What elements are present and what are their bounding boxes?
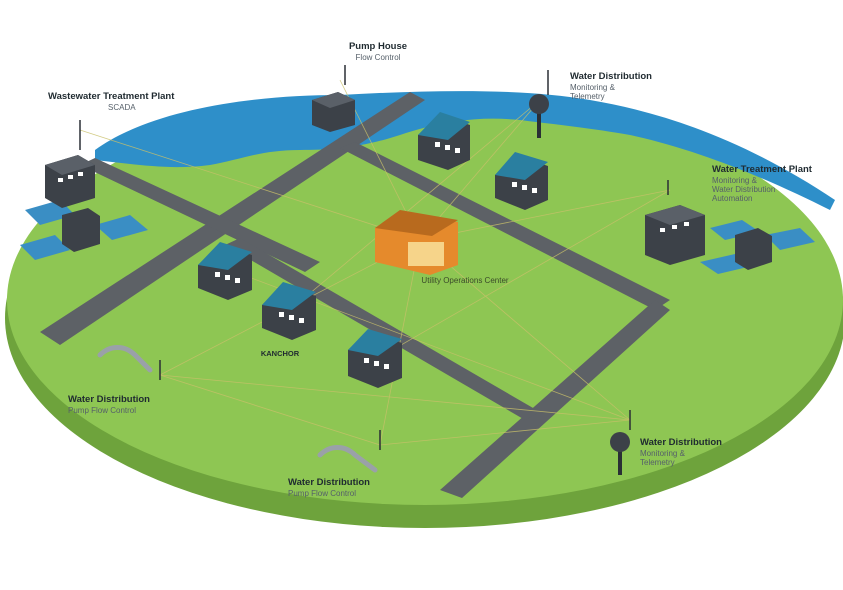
water-dist-left-sub: Pump Flow Control [68, 405, 137, 415]
water-treatment-label: Water Treatment Plant Monitoring & Water… [712, 164, 812, 204]
water-treatment-title: Water Treatment Plant [712, 164, 812, 175]
wastewater-plant-sub: SCADA [108, 102, 136, 112]
water-tower-icon [610, 432, 630, 475]
water-body [95, 91, 835, 210]
water-treatment-building [645, 205, 705, 265]
water-dist-bottom-sub: Pump Flow Control [288, 488, 357, 498]
water-dist-right-label: Water Distribution Monitoring & Telemetr… [640, 437, 722, 468]
water-tower-icon [529, 94, 549, 138]
water-dist-right-title: Water Distribution [640, 437, 722, 448]
road-horizontal-upper [80, 158, 320, 272]
pump-house-sub: Flow Control [355, 52, 401, 62]
water-dist-top-title: Water Distribution [570, 71, 652, 82]
ops-center-label: Utility Operations Center [375, 276, 555, 285]
water-dist-right-sub2: Telemetry [640, 458, 675, 468]
ops-center-building [375, 210, 458, 275]
water-dist-bottom-label: Water Distribution Pump Flow Control [288, 477, 370, 498]
water-dist-top-sub2: Telemetry [570, 92, 605, 102]
ops-center-title: Utility Operations Center [421, 276, 509, 285]
water-dist-top-label: Water Distribution Monitoring & Telemetr… [570, 71, 652, 102]
house-top-2 [495, 152, 548, 210]
wastewater-plant-annex [62, 208, 100, 252]
road-lower [225, 238, 540, 420]
wastewater-plant-building [45, 155, 95, 208]
kanchor-title: KANCHOR [260, 349, 300, 358]
water-treatment-annex [735, 228, 772, 270]
road-diagonal-upper [40, 92, 425, 345]
windows [58, 142, 689, 369]
road-cross-middle [340, 142, 670, 310]
pump-pipe-icon [97, 345, 378, 473]
water-dist-left-title: Water Distribution [68, 394, 150, 405]
kanchor-label: KANCHOR [250, 349, 310, 359]
water-treatment-sub2: Water Distribution [712, 185, 776, 195]
wastewater-plant-title: Wastewater Treatment Plant [48, 91, 175, 102]
water-treatment-sub3: Automation [712, 194, 753, 204]
water-treatment-sub1: Monitoring & [712, 175, 757, 185]
road-right-vertical [440, 300, 670, 498]
water-dist-left-label: Water Distribution Pump Flow Control [68, 394, 150, 415]
pump-house-title: Pump House [348, 41, 408, 52]
house-left-1 [198, 242, 252, 300]
pump-house-label: Pump House Flow Control [318, 41, 438, 62]
roads [40, 92, 670, 498]
house-left-2 [262, 282, 316, 340]
wastewater-plant-label: Wastewater Treatment Plant SCADA [48, 91, 175, 112]
house-top-1 [418, 112, 470, 170]
pump-house-building [312, 92, 355, 132]
antenna-icon [79, 65, 669, 450]
water-dist-right-sub1: Monitoring & [640, 448, 685, 458]
house-lower [348, 329, 402, 388]
water-dist-top-sub1: Monitoring & [570, 82, 615, 92]
settling-tank-icon [700, 220, 815, 274]
water-dist-bottom-title: Water Distribution [288, 477, 370, 488]
